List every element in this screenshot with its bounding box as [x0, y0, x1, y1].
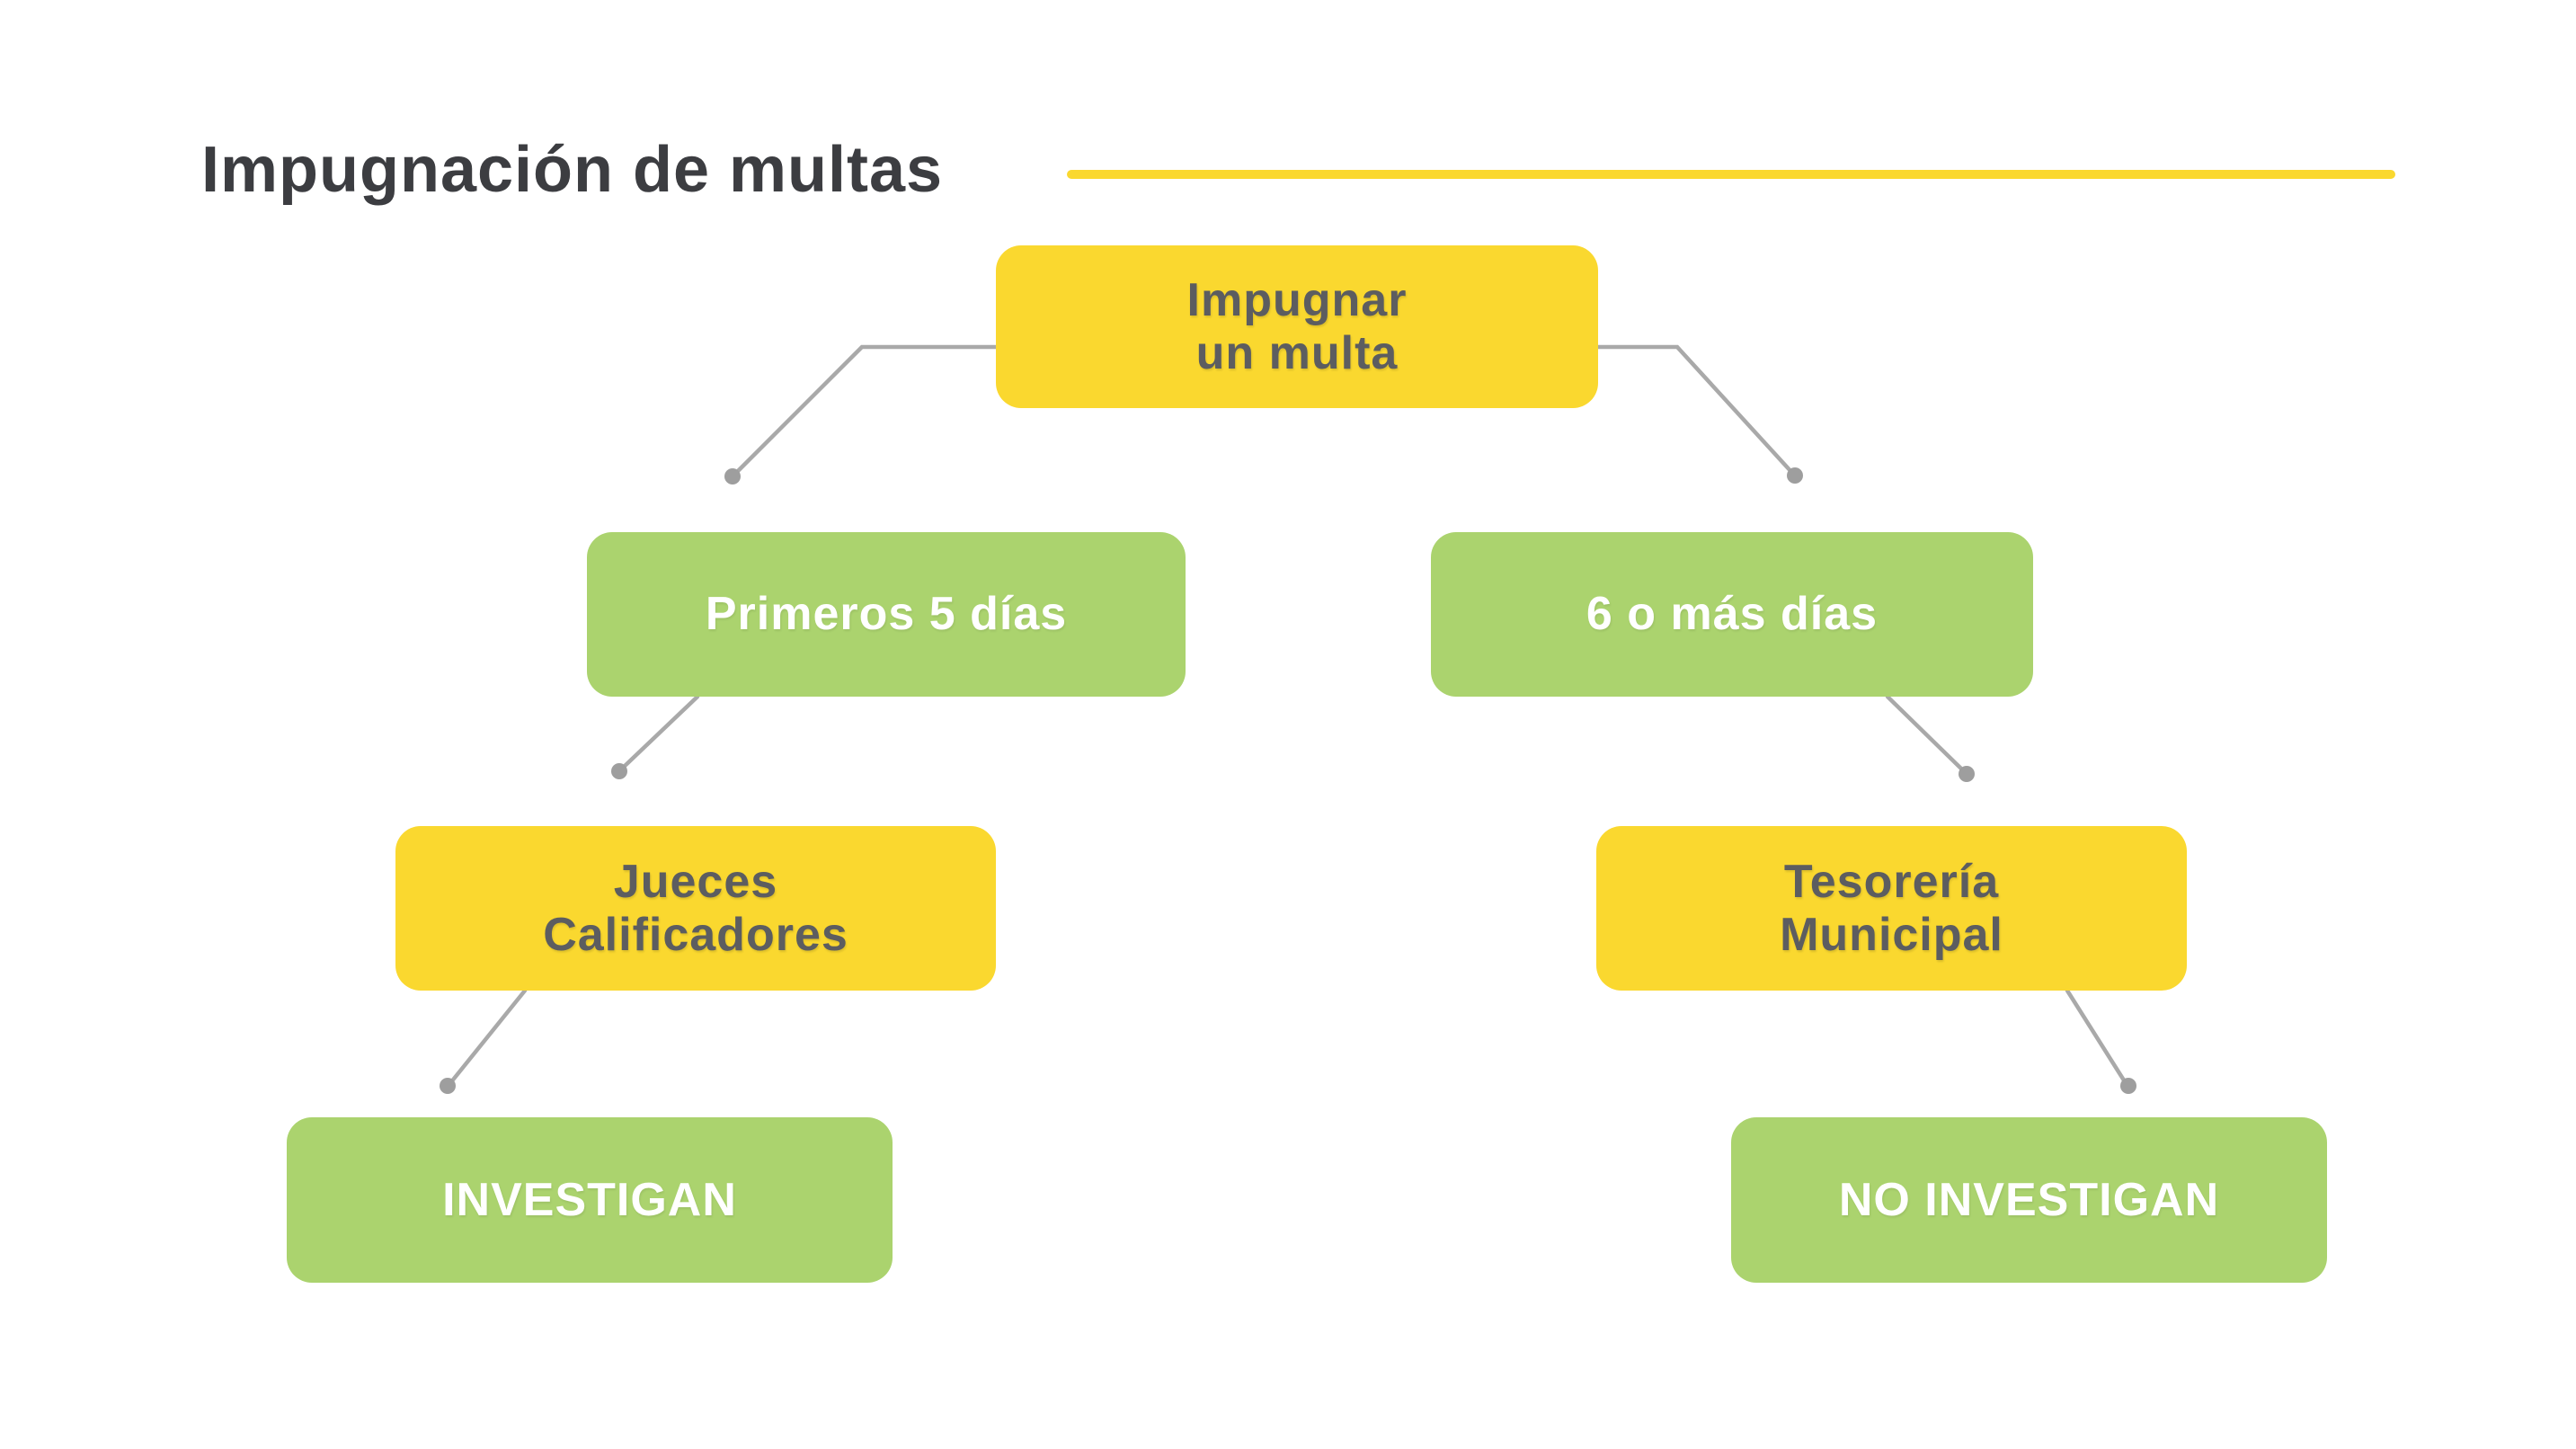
node-jueces-calificadores: Jueces Calificadores [395, 826, 996, 991]
edge-jueces-to-investigan-dot [440, 1078, 456, 1094]
edge-impugnar-to-seis-line [1595, 344, 1795, 476]
node-primeros-5-dias-label: Primeros 5 días [705, 588, 1068, 641]
edge-tesoreria-to-noinvestigan-line [2065, 988, 2128, 1086]
edge-tesoreria-to-noinvestigan-dot [2120, 1078, 2136, 1094]
edge-primeros-to-jueces-line [619, 694, 700, 771]
edge-seis-to-tesoreria-line [1885, 694, 1967, 774]
node-impugnar-un-multa-label: Impugnar un multa [1186, 274, 1408, 379]
node-tesoreria-municipal: Tesorería Municipal [1596, 826, 2187, 991]
node-6-o-mas-dias: 6 o más días [1431, 532, 2033, 697]
node-tesoreria-municipal-label: Tesorería Municipal [1780, 856, 2003, 961]
node-impugnar-un-multa: Impugnar un multa [996, 245, 1598, 408]
node-investigan-label: INVESTIGAN [442, 1173, 737, 1226]
node-primeros-5-dias: Primeros 5 días [587, 532, 1186, 697]
edge-jueces-to-investigan-line [448, 988, 528, 1086]
node-no-investigan-label: NO INVESTIGAN [1838, 1173, 2220, 1226]
edge-seis-to-tesoreria-dot [1959, 766, 1975, 782]
node-no-investigan: NO INVESTIGAN [1731, 1117, 2327, 1283]
edge-impugnar-to-seis-dot [1787, 467, 1803, 484]
edge-impugnar-to-primeros-line [733, 344, 999, 476]
node-investigan: INVESTIGAN [287, 1117, 893, 1283]
page-title: Impugnación de multas [201, 134, 944, 206]
edge-primeros-to-jueces-dot [611, 763, 627, 779]
node-jueces-calificadores-label: Jueces Calificadores [543, 856, 848, 961]
node-6-o-mas-dias-label: 6 o más días [1586, 588, 1879, 641]
edge-impugnar-to-primeros-dot [724, 468, 741, 484]
title-accent-line [1067, 170, 2395, 179]
